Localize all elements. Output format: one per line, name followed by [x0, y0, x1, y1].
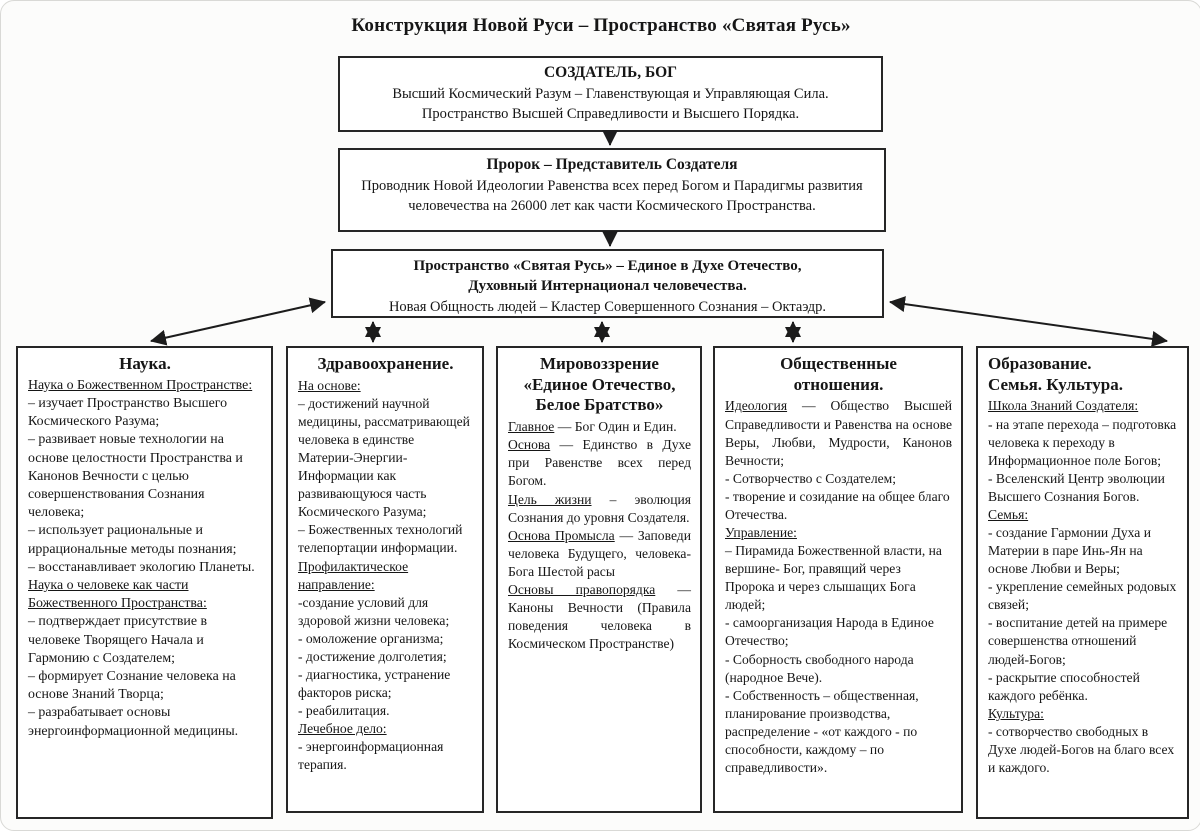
lead-term: Цель жизни [508, 491, 592, 507]
box-holy-rus-bold-line-1: Пространство «Святая Русь» – Единое в Ду… [413, 258, 802, 274]
column-social-relations-body: Идеология — Общество Высшей Справедливос… [725, 397, 952, 777]
item-text: - реабилитация. [298, 703, 390, 719]
item-text: -создание условий для здоровой жизни чел… [298, 594, 450, 628]
box-creator-line-1: Высший Космический Разум – Главенствующа… [392, 85, 829, 102]
arrow-holy-rus-to-science [150, 297, 326, 346]
column-title-line: Наука. [119, 354, 171, 373]
column-title-line: Семья. Культура. [988, 374, 1123, 394]
column-science: Наука. Наука о Божественном Пространстве… [16, 346, 273, 819]
item-text: Основа Промысла — Заповеди человека Буду… [508, 527, 691, 579]
column-science-body: Наука о Божественном Пространстве: – изуч… [28, 377, 262, 741]
item-text: - Собственность – общественная, планиров… [725, 687, 919, 776]
column-healthcare-body: На основе: – достижений научной медицины,… [298, 377, 473, 775]
item-text: – Пирамида Божественной власти, на верши… [725, 543, 942, 613]
lead-term: Основы правопорядка [508, 581, 656, 597]
item-text: - самоорганизация Народа в Единое Отечес… [725, 615, 934, 649]
section-heading: Школа Знаний Создателя: [988, 398, 1139, 414]
column-healthcare-title: Здравоохранение. [298, 354, 473, 375]
box-holy-rus: Пространство «Святая Русь» – Единое в Ду… [331, 249, 884, 318]
column-education-family-culture: Образование.Семья. Культура. Школа Знани… [976, 346, 1189, 819]
box-creator: СОЗДАТЕЛЬ, БОГ Высший Космический Разум … [338, 56, 883, 132]
column-science-title: Наука. [28, 354, 262, 375]
item-text: - Вселенский Центр эволюции Высшего Созн… [988, 470, 1165, 504]
section-heading: Профилактическое направление: [298, 558, 409, 592]
column-title-line: Белое Братство» [535, 395, 664, 415]
column-healthcare: Здравоохранение. На основе: – достижений … [286, 346, 484, 813]
item-text: – использует рациональные и иррациональн… [28, 523, 237, 557]
box-holy-rus-bold-line-2: Духовный Интернационал человечества. [468, 278, 747, 295]
item-text: - омоложение организма; [298, 630, 444, 646]
column-worldview-body: Главное — Бог Один и Един. Основа — Единс… [508, 418, 691, 653]
item-text: – формирует Сознание человека на основе … [28, 668, 236, 703]
lead-term: Основа Промысла [508, 527, 615, 543]
section-heading: Наука о Божественном Пространстве: [28, 377, 253, 393]
item-text: Цель жизни – эволюция Сознания до уровня… [508, 491, 691, 525]
item-text: - достижение долголетия; [298, 648, 447, 664]
page-title: Конструкция Новой Руси – Пространство «С… [351, 15, 851, 36]
item-text: – развивает новые технологии на основе ц… [28, 432, 243, 521]
item-text: – разрабатывает основы энергоинформацион… [28, 705, 239, 739]
item-text: - создание Гармонии Духа и Материи в пар… [988, 525, 1151, 577]
lead-term: Идеология [725, 398, 788, 414]
arrow-holy-rus-to-education [889, 296, 1168, 347]
section-heading: На основе: [298, 377, 361, 393]
item-text: - энергоинформационная терапия. [298, 739, 444, 773]
section-heading: Лечебное дело: [298, 721, 387, 737]
column-worldview: Мировоззрение«Единое Отечество,Белое Бра… [496, 346, 702, 813]
lead-term: Основа [508, 437, 551, 453]
section-heading: Культура: [988, 705, 1044, 721]
item-text: – достижений научной медицины, рассматри… [298, 395, 470, 520]
item-text: - на этапе перехода – подготовка человек… [988, 416, 1177, 468]
item-text: Идеология — Общество Высшей Справедливос… [725, 398, 952, 468]
column-title-line: Здравоохранение. [317, 354, 454, 373]
item-text: Основы правопорядка — Каноны Вечности (П… [508, 581, 691, 652]
lead-term: Главное [508, 419, 555, 435]
column-title-line: Общественные [780, 354, 897, 373]
box-creator-line-2: Пространство Высшей Справедливости и Выс… [421, 106, 800, 123]
section-heading: Управление: [725, 525, 797, 541]
item-text: - творение и созидание на общее благо От… [725, 488, 950, 522]
column-title-line: «Единое Отечество, [523, 374, 676, 394]
column-education-family-culture-title: Образование.Семья. Культура. [988, 354, 1178, 395]
box-prophet-title: Пророк – Представитель Создателя [486, 156, 738, 173]
item-text: - воспитание детей на примере совершенст… [988, 615, 1168, 667]
item-text: - укрепление семейных родовых связей; [988, 579, 1177, 613]
box-prophet: Пророк – Представитель Создателя Проводн… [338, 148, 886, 232]
item-text: – восстанавливает экологию Планеты. [28, 559, 255, 575]
item-text: - раскрытие способностей каждого ребёнка… [988, 669, 1140, 703]
column-title-line: Мировоззрение [540, 354, 659, 373]
item-text: – Божественных технологий телепортации и… [298, 522, 463, 556]
column-worldview-title: Мировоззрение«Единое Отечество,Белое Бра… [508, 354, 691, 416]
item-text: - сотворчество свободных в Духе людей-Бо… [988, 723, 1175, 776]
item-text: - Сотворчество с Создателем; [725, 470, 897, 486]
section-heading: Наука о человеке как части Божественного… [28, 577, 207, 612]
item-text: Главное — Бог Один и Един. [508, 419, 677, 435]
box-holy-rus-body: Новая Общность людей – Кластер Совершенн… [388, 298, 827, 315]
item-text: – подтверждает присутствие в человеке Тв… [28, 614, 208, 666]
item-text: Основа — Единство в Духе при Равенстве в… [508, 437, 691, 489]
box-prophet-body: Проводник Новой Идеологии Равенства всех… [361, 177, 863, 215]
box-creator-title: СОЗДАТЕЛЬ, БОГ [543, 64, 678, 81]
section-heading: Семья: [988, 506, 1029, 522]
column-title-line: Образование. [988, 354, 1092, 373]
column-title-line: отношения. [793, 374, 884, 394]
item-text: - Соборность свободного народа (народное… [725, 651, 914, 685]
item-text: – изучает Пространство Высшего Космическ… [28, 395, 228, 430]
column-education-family-culture-body: Школа Знаний Создателя: - на этапе перехо… [988, 397, 1178, 777]
item-text: - диагностика, устранение факторов риска… [298, 666, 451, 701]
